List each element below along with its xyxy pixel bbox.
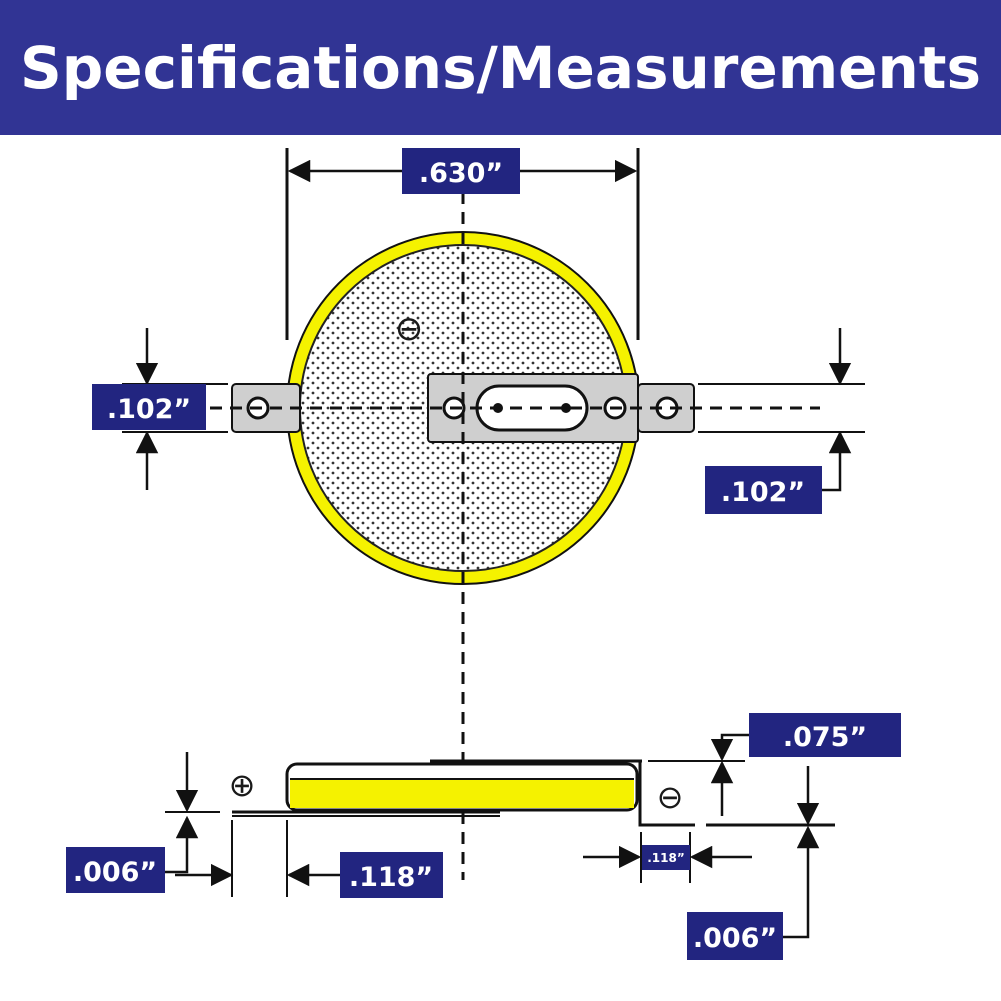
leader-line <box>783 825 820 939</box>
label-tab-offset-right: .118” <box>642 845 690 870</box>
label-tab-offset-left: .118” <box>340 852 443 898</box>
label-tab-offset-left-text: .118” <box>349 862 433 893</box>
positive-terminal-symbol: ⊕ <box>229 766 256 804</box>
leader-line <box>822 430 852 492</box>
label-diameter: .630” <box>402 148 520 194</box>
label-diameter-text: .630” <box>419 158 503 189</box>
label-tab-offset-right-text: .118” <box>647 851 685 865</box>
coin-cell-side-view <box>232 759 695 827</box>
label-thickness: .075” <box>749 713 901 757</box>
label-tab-thickness-left: .006” <box>66 847 165 893</box>
label-tab-thickness-left-text: .006” <box>73 857 157 888</box>
header-banner: Specifications/Measurements <box>0 0 1001 135</box>
negative-terminal-symbol: ⊖ <box>395 309 424 349</box>
page-title: Specifications/Measurements <box>19 33 982 102</box>
label-tab-thickness-right: .006” <box>687 912 783 960</box>
leader-line <box>165 815 199 874</box>
label-tab-height-left-text: .102” <box>107 394 191 425</box>
label-thickness-text: .075” <box>783 722 867 753</box>
label-tab-height-right-text: .102” <box>721 477 805 508</box>
solder-tab-icon <box>231 383 301 433</box>
negative-terminal-symbol: ⊖ <box>657 778 684 816</box>
label-tab-height-left: .102” <box>92 384 206 430</box>
label-tab-thickness-right-text: .006” <box>693 923 777 954</box>
label-tab-height-right: .102” <box>705 466 822 514</box>
leader-line <box>710 733 749 762</box>
